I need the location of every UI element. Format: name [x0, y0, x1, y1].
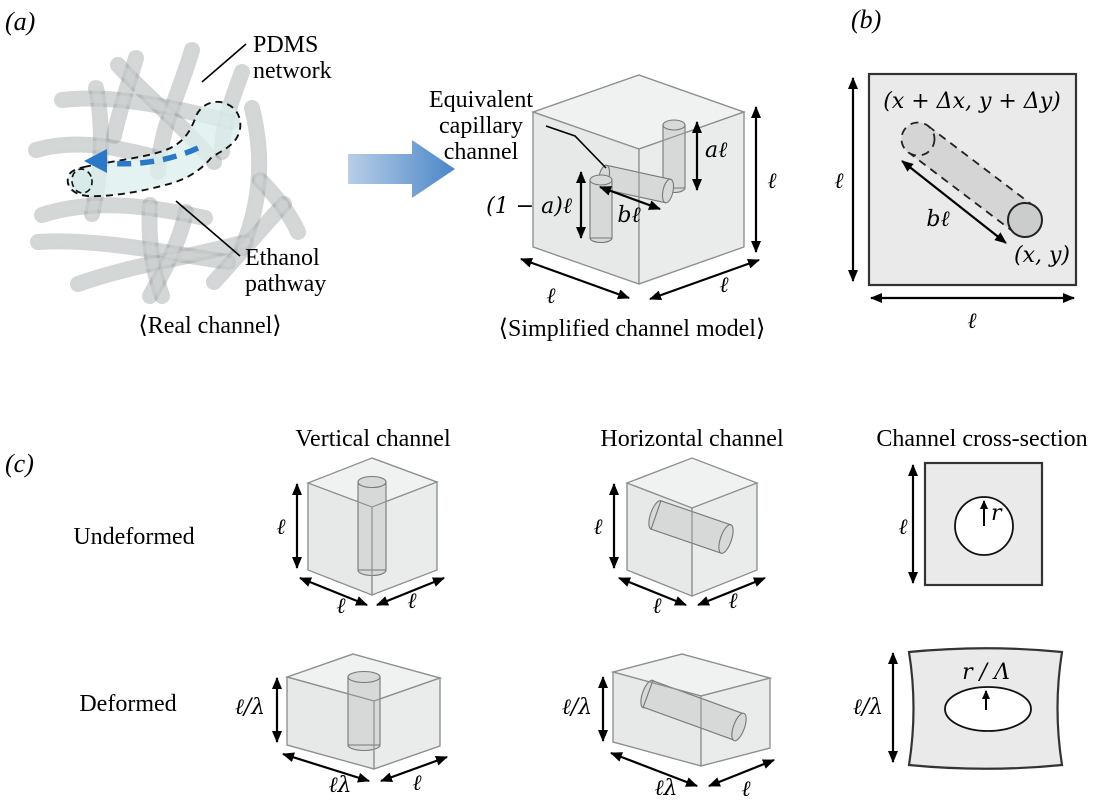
uh-bottom-right-label: ℓ: [728, 589, 738, 614]
dim-arrow-bl: [599, 185, 661, 211]
deformed-horizontal-box: ℓ/λ ℓλ ℓ: [562, 653, 775, 802]
dim-arrow-b-bl: [901, 160, 1007, 244]
dv-bottom-left-label: ℓλ: [328, 773, 351, 798]
channel-ellipse: [944, 686, 1032, 732]
row-label-undeformed: Undeformed: [73, 524, 194, 550]
tube-end-displaced: [900, 121, 936, 157]
dc-radius-label: r / Λ: [962, 660, 1010, 685]
header-horizontal-channel: Horizontal channel: [600, 426, 784, 452]
dv-bottom-right-label: ℓ: [412, 771, 422, 796]
panel-c-tag: (c): [5, 449, 34, 478]
pdms-label-line2: network: [253, 58, 332, 84]
dim-label-l-bottom-left: ℓ: [546, 284, 556, 309]
panel-a-tag: (a): [5, 7, 35, 36]
deformed-vertical-box: ℓ/λ ℓλ ℓ: [235, 653, 448, 798]
dim-label-l-right: ℓ: [767, 169, 777, 194]
dim-label-one-minus-al: (1 − a)ℓ: [486, 194, 573, 219]
uv-left-label: ℓ: [276, 515, 286, 540]
dim-label-b-l-left: ℓ: [834, 169, 844, 194]
equivalent-label-line3: channel: [444, 139, 519, 165]
transform-arrow-icon: [348, 140, 455, 198]
equivalent-label-line2: capillary: [439, 113, 523, 139]
ethanol-pointer-line: [175, 200, 241, 257]
undeformed-horizontal-cube: ℓ ℓ ℓ: [593, 457, 766, 619]
dim-arrow-l-bottom-right: [649, 258, 760, 301]
dv-left-label: ℓ/λ: [235, 695, 266, 720]
dh-bottom-left-label: ℓλ: [654, 776, 677, 801]
panel-c: (c) Vertical channel Horizontal channel …: [5, 426, 1088, 802]
uv-bottom-left-label: ℓ: [336, 594, 346, 619]
ethanol-label-line2: pathway: [245, 271, 326, 297]
dh-bottom-right-label: ℓ: [741, 777, 751, 802]
uh-bottom-left-label: ℓ: [652, 594, 662, 619]
equivalent-pointer-line: [545, 125, 607, 169]
caption-simplified-model: ⟨Simplified channel model⟩: [499, 316, 766, 342]
panel-b: (b) (x + Δx, y + Δy) (x, y) bℓ ℓ ℓ: [834, 5, 1078, 334]
dim-label-b-bl: bℓ: [926, 207, 950, 232]
equivalent-label-line1: Equivalent: [429, 87, 533, 113]
deformed-cross-section: r / Λ ℓ/λ: [853, 647, 1064, 770]
uv-bottom-right-label: ℓ: [407, 589, 417, 614]
uc-left-label: ℓ: [898, 515, 908, 540]
uc-radius-label: r: [991, 501, 1003, 526]
ethanol-pathway-outline: [66, 100, 242, 198]
uh-left-label: ℓ: [593, 515, 603, 540]
simplified-channel-model: Equivalent capillary channel aℓ (1 − a)ℓ…: [429, 74, 777, 342]
dim-label-b-l-bottom: ℓ: [967, 309, 977, 334]
coord-displaced-label: (x + Δx, y + Δy): [883, 89, 1060, 114]
ethanol-label-line1: Ethanol: [245, 245, 320, 271]
undeformed-vertical-cube: ℓ ℓ ℓ: [276, 457, 445, 619]
dim-label-bl: bℓ: [617, 203, 641, 228]
dh-left-label: ℓ/λ: [562, 695, 593, 720]
dim-label-al: aℓ: [705, 138, 728, 163]
dim-label-l-bottom-right: ℓ: [719, 273, 729, 298]
tube-end-origin: [1007, 202, 1043, 238]
capillary-channel-tubes: [589, 119, 686, 244]
coord-origin-label: (x, y): [1014, 243, 1070, 268]
dc-left-label: ℓ/λ: [853, 695, 884, 720]
header-vertical-channel: Vertical channel: [295, 426, 451, 452]
row-label-deformed: Deformed: [79, 691, 176, 717]
ethanol-flow-arrow-icon: [84, 145, 200, 173]
caption-real-channel: ⟨Real channel⟩: [138, 313, 281, 339]
panel-a: (a) PDMS network Ethanol pathway ⟨Real c…: [5, 7, 777, 342]
dim-arrow-l-bottom-left: [520, 257, 630, 300]
header-channel-cross-section: Channel cross-section: [876, 426, 1087, 452]
undeformed-cross-section: r ℓ: [898, 461, 1044, 587]
pdms-label-line1: PDMS: [253, 32, 318, 58]
pdms-pointer-line: [201, 43, 247, 83]
panel-b-tag: (b): [851, 5, 881, 34]
